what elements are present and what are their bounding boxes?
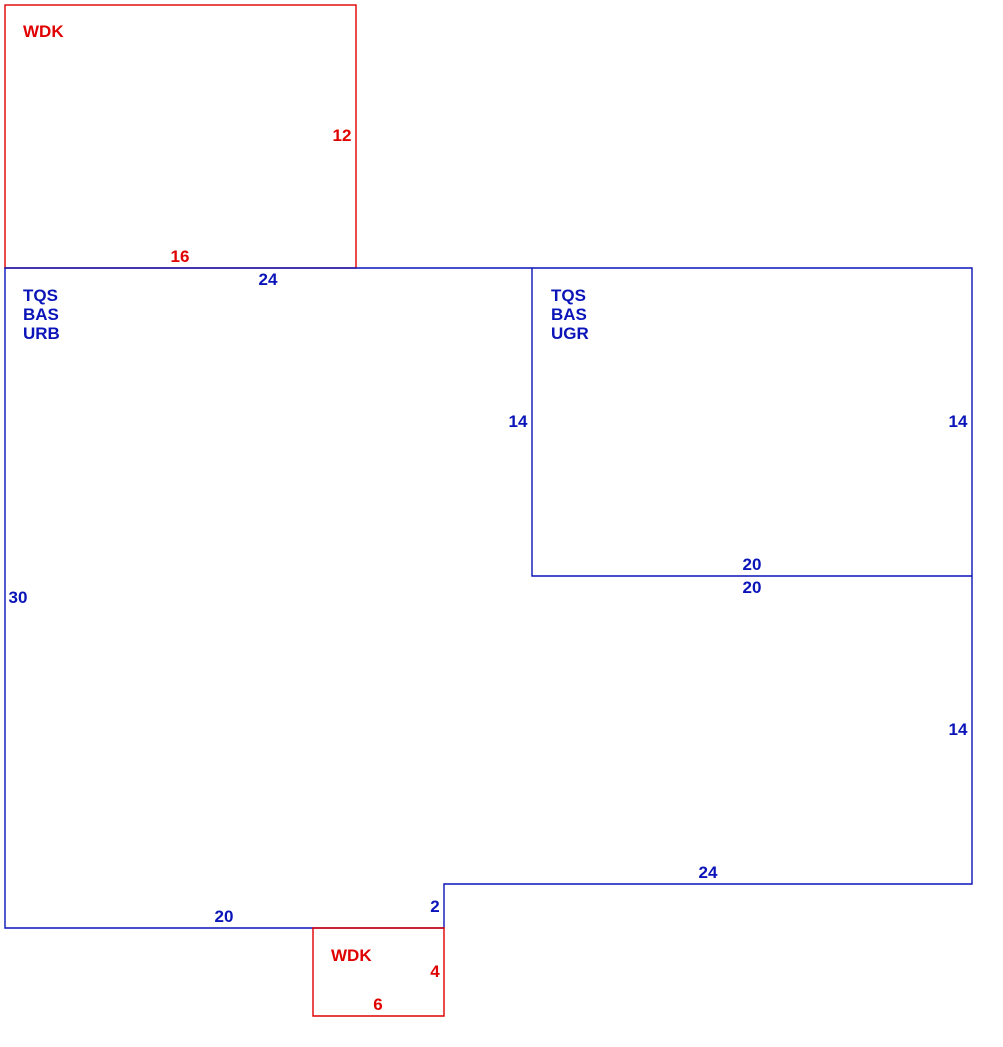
deck-top-outline bbox=[4, 4, 357, 269]
dim-lower-step-top: 24 bbox=[699, 863, 718, 882]
main-outline bbox=[4, 267, 973, 929]
dim-deck-top-bottom: 16 bbox=[171, 247, 190, 266]
dim-below-inner: 20 bbox=[743, 578, 762, 597]
dim-deck-top-right: 12 bbox=[333, 126, 352, 145]
main-left-label-1: TQS bbox=[23, 286, 58, 305]
main-right-label-2: BAS bbox=[551, 305, 587, 324]
main-right-label-3: UGR bbox=[551, 324, 589, 343]
dim-main-left: 30 bbox=[9, 588, 28, 607]
dim-inner-right: 14 bbox=[949, 412, 968, 431]
dim-inner-bottom: 20 bbox=[743, 555, 762, 574]
deck-bottom-outline bbox=[312, 927, 445, 1017]
main-left-label-2: BAS bbox=[23, 305, 59, 324]
deck-top-label: WDK bbox=[23, 22, 64, 41]
main-left-label-3: URB bbox=[23, 324, 60, 343]
deck-bottom-label: WDK bbox=[331, 946, 372, 965]
dim-main-bottom: 20 bbox=[215, 907, 234, 926]
dim-step-vertical: 2 bbox=[430, 897, 439, 916]
dim-deck-bottom-right: 4 bbox=[430, 962, 440, 981]
dim-deck-bottom-bottom: 6 bbox=[373, 995, 382, 1014]
dim-main-top: 24 bbox=[259, 270, 278, 289]
inner-room-outline bbox=[531, 268, 972, 577]
dim-inner-left: 14 bbox=[509, 412, 528, 431]
main-right-label-1: TQS bbox=[551, 286, 586, 305]
dim-main-right-lower: 14 bbox=[949, 720, 968, 739]
